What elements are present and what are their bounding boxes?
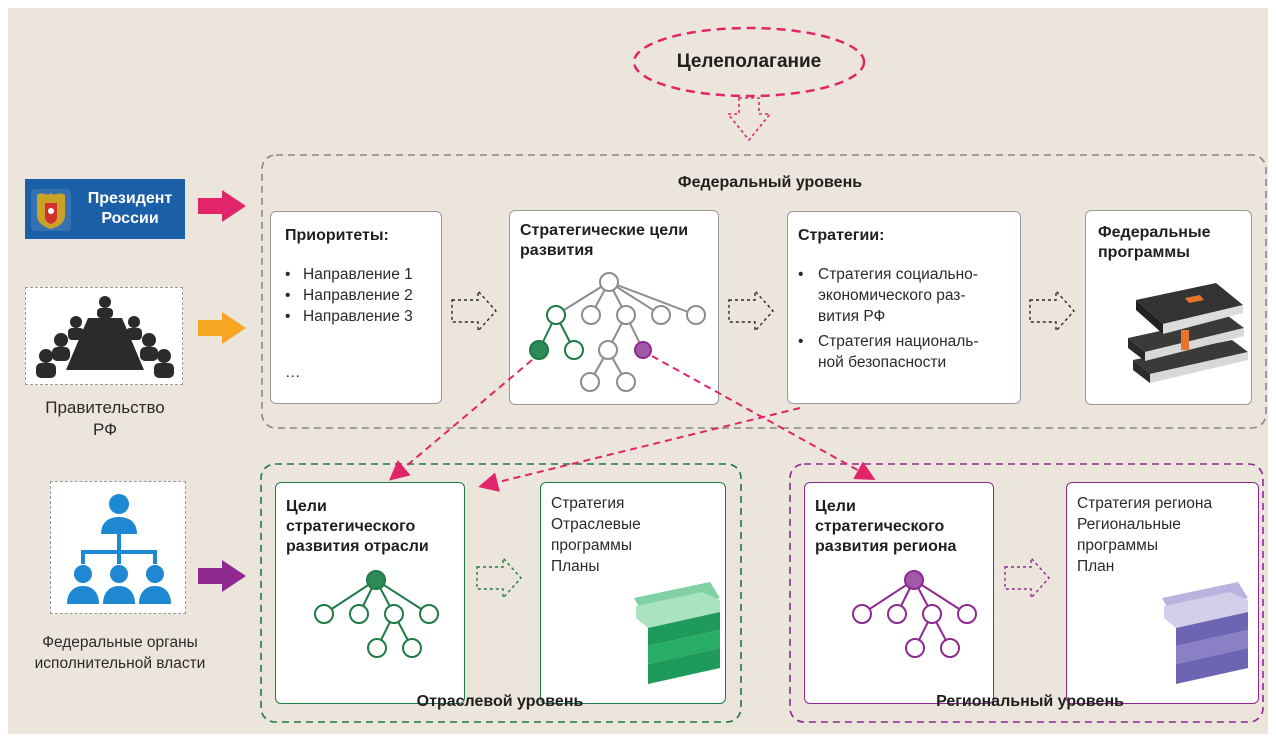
sectoral-level-label: Отраслевой уровень	[416, 693, 584, 710]
president-label-line1: Президент	[87, 190, 173, 207]
sector-goals-title-line2: стратегического	[286, 518, 416, 535]
strategy-line: экономического раз-	[818, 287, 966, 304]
federal-programs-title-line1: Федеральные	[1098, 224, 1211, 241]
region-goals-title-line2: стратегического	[815, 518, 945, 535]
president-badge: Президент России	[25, 179, 185, 239]
sector-goals-box: Цели стратегического развития отрасли	[275, 482, 465, 704]
region-goals-title-line3: развития региона	[815, 538, 957, 555]
region-doc-line: Стратегия региона	[1077, 495, 1213, 512]
priority-item: Направление 3	[285, 306, 463, 327]
arrow-sector-goals-to-docs	[476, 556, 522, 600]
strategic-goals-box: Стратегические цели развития	[509, 210, 719, 405]
regional-level-label: Региональный уровень	[936, 693, 1124, 710]
sector-goals-title-line3: развития отрасли	[286, 538, 429, 555]
sector-goals-title-line1: Цели	[286, 498, 327, 515]
sectoral-level-frame	[260, 463, 742, 723]
government-arrow	[198, 312, 246, 344]
regional-level-frame	[789, 463, 1264, 723]
region-goals-box: Цели стратегического развития региона	[804, 482, 994, 704]
president-arrow	[198, 190, 246, 222]
sector-doc-line: Планы	[551, 558, 600, 575]
executive-arrow	[198, 560, 246, 592]
strategy-line: Стратегия националь-	[818, 333, 979, 350]
priorities-box: Приоритеты: Направление 1 Направление 2 …	[270, 211, 442, 404]
strategies-bullet-1: •	[798, 266, 804, 283]
arrow-strategies-to-programs	[1029, 289, 1075, 333]
strategy-line: ной безопасности	[818, 354, 947, 371]
region-docs-box: Стратегия региона Региональные программы…	[1066, 482, 1259, 704]
region-doc-line: План	[1077, 558, 1115, 575]
strategic-goals-title-line1: Стратегические цели	[520, 222, 689, 239]
strategies-box: Стратегии: • Стратегия социально- эконом…	[787, 211, 1021, 404]
sector-docs-box: Стратегия Отраслевые программы Планы	[540, 482, 726, 704]
goal-setting-label: Целеполагание	[676, 51, 822, 72]
goal-setting-ellipse	[632, 26, 866, 98]
priorities-list: Направление 1 Направление 2 Направление …	[285, 264, 463, 327]
government-icon-frame	[25, 287, 183, 385]
arrow-goals-to-strategies	[728, 289, 774, 333]
priority-item: Направление 2	[285, 285, 463, 306]
priorities-ellipsis: …	[285, 364, 301, 381]
org-structure-icon	[67, 494, 171, 604]
federal-programs-box: Федеральные программы	[1085, 210, 1252, 405]
federal-level-label: Федеральный уровень	[677, 174, 863, 191]
executive-label-line2: исполнительной власти	[34, 655, 206, 672]
sector-doc-line: программы	[551, 537, 632, 554]
federal-programs-title-line2: программы	[1098, 244, 1190, 261]
government-label-line1: Правительство	[45, 398, 165, 417]
executive-label-line1: Федеральные органы	[42, 634, 198, 651]
sector-doc-line: Отраслевые	[551, 516, 641, 533]
strategic-goals-title-line2: развития	[520, 242, 594, 259]
strategies-title: Стратегии:	[798, 227, 885, 244]
priorities-title: Приоритеты:	[285, 227, 389, 244]
priority-item: Направление 1	[285, 264, 463, 285]
region-goals-title-line1: Цели	[815, 498, 856, 515]
government-label-line2: РФ	[92, 420, 118, 439]
coat-of-arms-icon	[31, 189, 71, 231]
executive-icon-frame	[50, 481, 186, 614]
region-doc-line: программы	[1077, 537, 1158, 554]
region-doc-line: Региональные	[1077, 516, 1181, 533]
down-dotted-arrow	[726, 97, 772, 142]
meeting-table-icon	[36, 296, 174, 378]
strategy-line: вития РФ	[818, 308, 886, 325]
sector-doc-line: Стратегия	[551, 495, 625, 512]
president-label-line2: России	[101, 210, 159, 227]
arrow-region-goals-to-docs	[1004, 556, 1050, 600]
strategy-line: Стратегия социально-	[818, 266, 978, 283]
strategies-bullet-2: •	[798, 333, 804, 350]
